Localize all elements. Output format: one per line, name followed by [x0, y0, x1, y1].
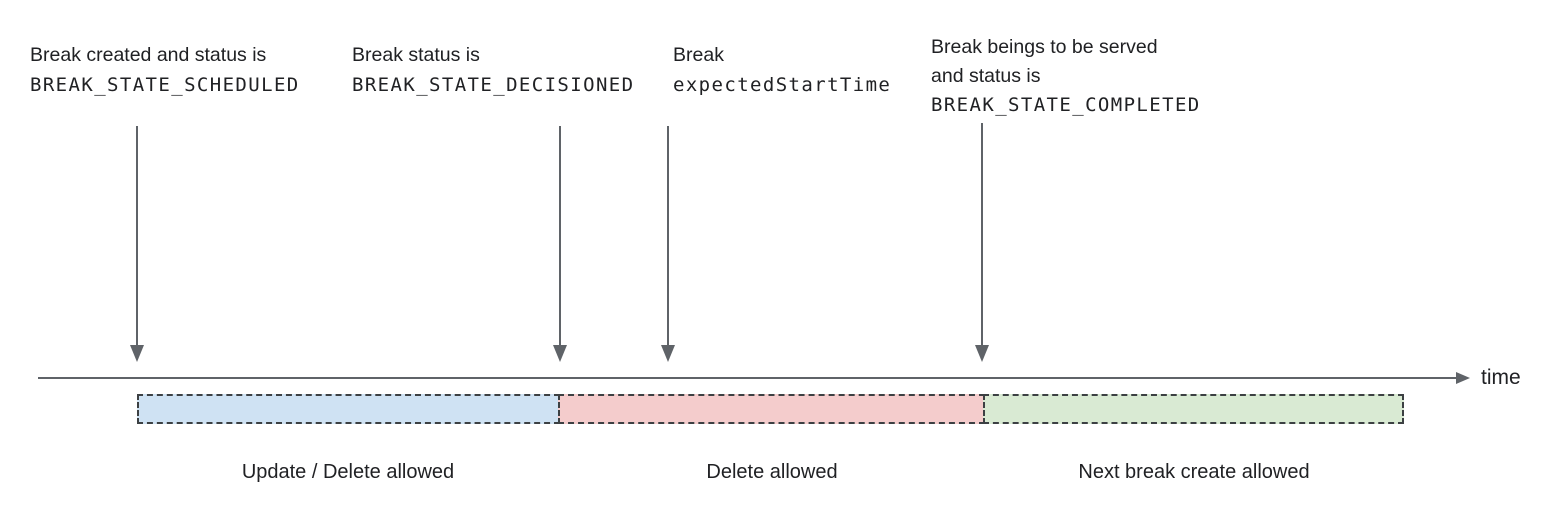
arrowhead-icon [975, 345, 989, 362]
arrow-shaft [667, 126, 669, 346]
timeline-arrowhead-icon [1456, 372, 1470, 384]
arrow-shaft [136, 126, 138, 346]
caption-delete-allowed: Delete allowed [706, 461, 838, 483]
annotation-break-decisioned: Break status is BREAK_STATE_DECISIONED [352, 40, 634, 100]
annotation-text: and status is [931, 65, 1041, 87]
segment-update-delete-allowed [137, 394, 560, 424]
arrowhead-icon [661, 345, 675, 362]
timeline-axis [38, 377, 1457, 379]
caption-update-delete-allowed: Update / Delete allowed [241, 461, 455, 483]
annotation-text: Break status is [352, 44, 480, 66]
annotation-code-text: BREAK_STATE_SCHEDULED [30, 74, 300, 96]
down-arrow-expected-start-icon [661, 126, 675, 362]
annotation-code-text: BREAK_STATE_DECISIONED [352, 74, 635, 96]
caption-next-break-create-allowed: Next break create allowed [1078, 461, 1310, 483]
arrowhead-icon [130, 345, 144, 362]
annotation-code-text: expectedStartTime [673, 74, 892, 96]
down-arrow-scheduled-icon [130, 126, 144, 362]
arrow-shaft [981, 123, 983, 346]
annotation-text: Break [673, 44, 724, 66]
arrowhead-icon [553, 345, 567, 362]
annotation-break-scheduled: Break created and status is BREAK_STATE_… [30, 40, 300, 100]
annotation-break-completed: Break beings to be served and status is … [931, 33, 1201, 120]
segment-delete-allowed [558, 394, 985, 424]
down-arrow-decisioned-icon [553, 126, 567, 362]
annotation-expected-start-time: Break expectedStartTime [673, 40, 891, 100]
down-arrow-completed-icon [975, 123, 989, 362]
annotation-text: Break beings to be served [931, 36, 1158, 58]
annotation-code-text: BREAK_STATE_COMPLETED [931, 94, 1201, 116]
timeline-label: time [1481, 366, 1521, 389]
annotation-text: Break created and status is [30, 44, 267, 66]
segment-next-break-create-allowed [983, 394, 1404, 424]
arrow-shaft [559, 126, 561, 346]
